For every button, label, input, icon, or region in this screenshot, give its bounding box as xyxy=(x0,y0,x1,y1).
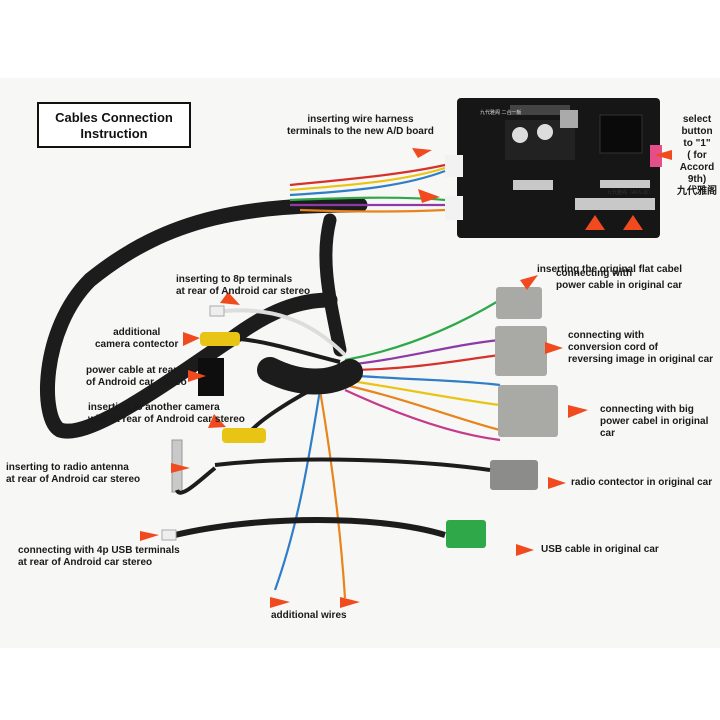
usb-green-plug xyxy=(446,520,486,548)
label-big-power-cable: connecting with big power cabel in origi… xyxy=(600,404,709,439)
rca-camera-another xyxy=(222,428,266,443)
label-select-button: select button to "1" ( for Accord 9th) 九… xyxy=(677,114,717,197)
label-usb-4p: connecting with 4p USB terminals at rear… xyxy=(18,545,180,568)
label-8p-terminals: inserting to 8p terminals at rear of And… xyxy=(176,274,311,297)
label-additional-wires: additional wires xyxy=(271,610,347,621)
label-power-cable-original: connecting with power cable in original … xyxy=(556,268,683,291)
connector-reversing xyxy=(495,326,547,376)
label-reversing-image: connecting with conversion cord of rever… xyxy=(568,330,714,365)
page-title: Cables Connection Instruction xyxy=(55,110,173,141)
harness-main-body xyxy=(257,357,363,395)
board-chip-label: 九代雅阁 二合一板 xyxy=(480,110,522,116)
connector-big-power xyxy=(498,385,558,437)
cable-8p xyxy=(214,308,347,357)
label-camera-contactor: additional camera contector xyxy=(95,327,179,350)
label-usb-original: USB cable in original car xyxy=(541,544,659,555)
label-power-cable-rear: power cable at rear of Android car stere… xyxy=(86,365,187,388)
terminal-8p xyxy=(209,305,225,317)
ad-board xyxy=(445,98,662,238)
usb-cable xyxy=(174,517,446,538)
pointer-arrows xyxy=(140,148,672,608)
harness-sheath-upper xyxy=(319,213,347,357)
label-harness-terminals: inserting wire harness terminals to the … xyxy=(287,114,434,137)
connector-power-original xyxy=(496,287,542,319)
title-box: Cables Connection Instruction xyxy=(37,102,191,148)
harness-sheath-loop xyxy=(40,197,368,439)
label-radio-antenna: inserting to radio antenna at rear of An… xyxy=(6,462,141,485)
board-flat-label: 九代雅阁（AFS 版） xyxy=(607,190,654,196)
connector-radio xyxy=(490,460,538,490)
rca-camera-additional xyxy=(200,332,240,346)
label-another-camera: inserting to another camera wire at rear… xyxy=(88,402,245,425)
label-radio-contactor: radio contector in original car xyxy=(571,477,713,488)
usb-terminal-4p xyxy=(161,529,177,541)
label-flat-cable: inserting the original flat cabel xyxy=(537,264,683,275)
radio-cable xyxy=(214,457,491,472)
